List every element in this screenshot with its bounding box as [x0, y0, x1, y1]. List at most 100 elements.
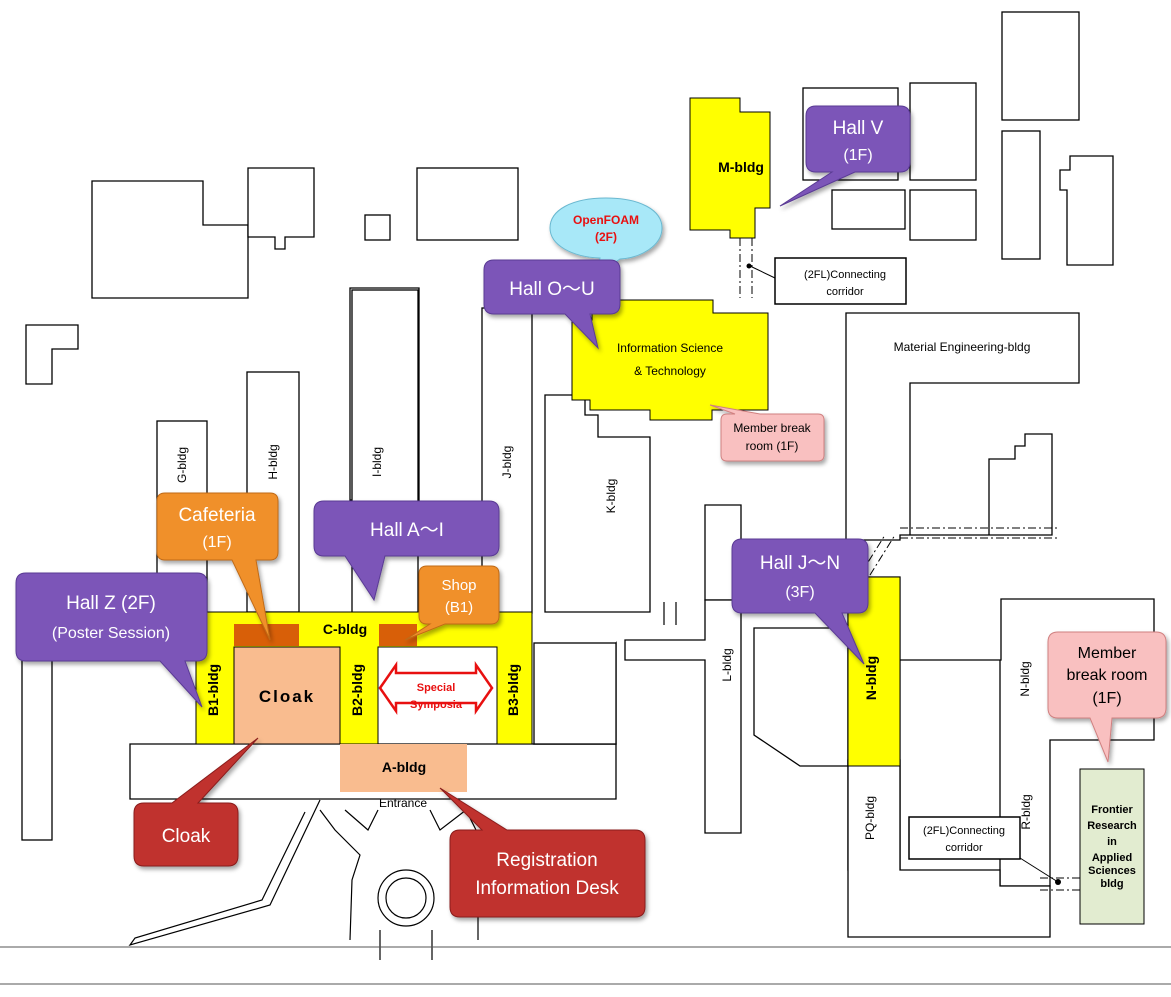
corridor-label-bottom: (2FL)Connecting corridor: [908, 816, 1061, 885]
frontier-line-5: Sciences: [1088, 865, 1136, 877]
building-info-sci-shape: [571, 299, 769, 421]
callout-cloak: [133, 737, 259, 867]
label-entrance: Entrance: [379, 796, 427, 810]
label-r-bldg: R-bldg: [1019, 794, 1033, 829]
callout-cloak-title: Cloak: [162, 826, 211, 847]
building-small-square: [364, 214, 391, 241]
label-j-bldg: J-bldg: [500, 446, 514, 479]
callout-hall-ou: [483, 259, 621, 350]
building-block-top-mid: [416, 167, 519, 241]
corridor-break: [663, 602, 677, 625]
special-symposia-line-2: Symposia: [410, 699, 463, 711]
callout-shop-sub: (B1): [445, 599, 473, 616]
building-material: [845, 312, 1080, 541]
label-b1-bldg: B1-bldg: [205, 664, 221, 716]
building-far-right: [1059, 155, 1114, 266]
callout-openfoam: [549, 197, 663, 278]
building-k: [544, 394, 651, 613]
callout-shop-title: Shop: [441, 577, 476, 594]
label-b3-bldg: B3-bldg: [505, 664, 521, 716]
corridor-bottom-line-1: (2FL)Connecting: [923, 825, 1005, 837]
label-l-bldg: L-bldg: [720, 648, 734, 681]
label-info-sci-1: Information Science: [617, 341, 723, 355]
callout-member-break-big-line3: (1F): [1092, 690, 1121, 707]
callout-openfoam-sub: (2F): [595, 230, 617, 244]
label-b2-bldg: B2-bldg: [349, 664, 365, 716]
special-symposia-line-1: Special: [417, 682, 456, 694]
corridor-lines: [739, 238, 1080, 891]
building-w-step: [25, 324, 79, 385]
callout-member-break-small: [709, 404, 825, 462]
building-far-top: [1001, 11, 1080, 121]
callout-hall-v-sub: (1F): [843, 147, 872, 164]
callout-cafeteria-title: Cafeteria: [178, 505, 256, 526]
callout-hall-jn-sub: (3F): [785, 584, 814, 601]
label-cloak-room: Cloak: [259, 687, 315, 706]
frontier-line-1: Frontier: [1091, 804, 1133, 816]
building-pq: [847, 759, 1051, 938]
corridor-bottom-line-2: corridor: [945, 842, 983, 854]
callout-member-break-big-line1: Member: [1078, 645, 1137, 662]
callout-hall-ai: [313, 500, 500, 602]
building-v-right: [909, 82, 977, 181]
callout-hall-z-sub: (Poster Session): [52, 625, 170, 642]
callout-cafeteria: [156, 492, 279, 641]
callout-member-break-small-line1: Member break: [733, 421, 811, 435]
callout-hall-v: [779, 105, 911, 207]
label-material-bldg: Material Engineering-bldg: [894, 340, 1031, 354]
building-v-bottom2: [909, 189, 977, 241]
building-a: [340, 744, 467, 792]
callout-registration: [439, 787, 646, 918]
label-m-bldg: M-bldg: [718, 159, 764, 175]
callout-shop: [404, 565, 500, 641]
label-info-sci-2: & Technology: [634, 364, 706, 378]
label-a-bldg: A-bldg: [382, 759, 426, 775]
corridor-top-line-2: corridor: [826, 286, 864, 298]
building-far-mid: [1001, 130, 1041, 260]
building-frontier: [1079, 768, 1145, 925]
callout-hall-z: [15, 572, 208, 708]
building-mid-corridor: [753, 627, 849, 767]
highlighted-buildings: [195, 97, 1145, 925]
callout-hall-v-title: Hall V: [833, 118, 884, 139]
label-frontier: Frontier Research in Applied Sciences bl…: [1087, 804, 1137, 890]
callout-hall-z-title: Hall Z (2F): [66, 593, 156, 614]
callout-registration-line2: Information Desk: [475, 878, 619, 899]
label-pq-bldg: PQ-bldg: [863, 796, 877, 840]
frontier-line-6: bldg: [1100, 878, 1123, 890]
building-l-lower: [624, 599, 742, 834]
frontier-line-4: Applied: [1092, 852, 1132, 864]
frontier-line-2: Research: [1087, 820, 1137, 832]
building-v-bottom1: [831, 189, 906, 230]
building-j: [481, 307, 533, 614]
building-cafeteria-bar: [234, 624, 299, 646]
building-cloak-room: [233, 646, 341, 745]
callout-member-break-small-line2: room (1F): [746, 439, 799, 453]
callout-registration-line1: Registration: [496, 850, 597, 871]
corridor-label-top: (2FL)Connecting corridor: [746, 257, 907, 305]
callout-hall-ai-title: Hall A〜I: [370, 520, 444, 541]
special-symposia-marker: Special Symposia: [378, 661, 494, 715]
frontier-line-3: in: [1107, 836, 1117, 848]
callout-hall-ou-title: Hall O〜U: [509, 279, 595, 300]
building-labels: G-bldg H-bldg I-bldg J-bldg K-bldg L-bld…: [175, 159, 1137, 890]
callout-openfoam-title: OpenFOAM: [573, 213, 639, 227]
building-shop-bar: [379, 624, 417, 646]
callout-member-break-big: [1047, 631, 1167, 763]
label-h-bldg: H-bldg: [266, 444, 280, 479]
building-a-right-box: [533, 642, 617, 745]
label-k-bldg: K-bldg: [604, 479, 618, 514]
callout-cafeteria-sub: (1F): [202, 534, 231, 551]
building-m-shape: [689, 97, 771, 239]
label-c-bldg: C-bldg: [323, 621, 367, 637]
building-nw-large: [91, 180, 249, 299]
label-n-bldg: N-bldg: [863, 656, 879, 700]
label-i-bldg: I-bldg: [370, 447, 384, 477]
building-h-top: [247, 167, 315, 250]
callout-member-break-big-line2: break room: [1067, 667, 1148, 684]
label-n-bldg-right: N-bldg: [1018, 661, 1032, 696]
callout-hall-jn-title: Hall J〜N: [760, 553, 840, 574]
label-g-bldg: G-bldg: [175, 447, 189, 483]
corridor-top-line-1: (2FL)Connecting: [804, 269, 886, 281]
